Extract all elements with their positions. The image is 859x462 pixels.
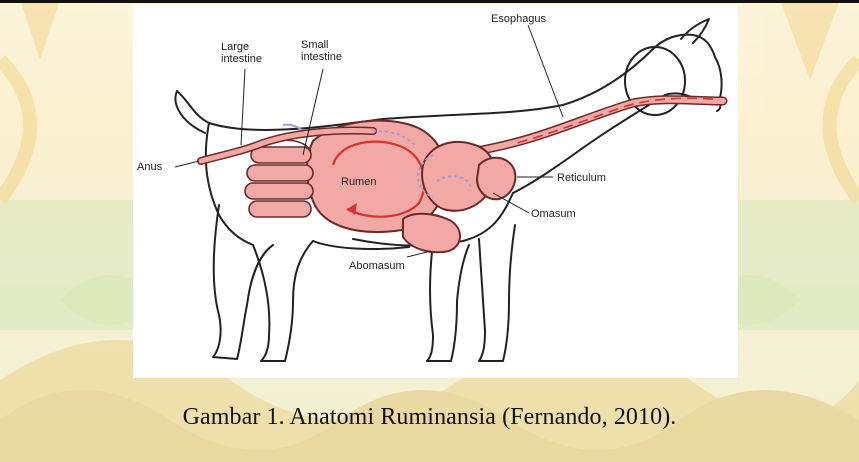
figure-caption: Gambar 1. Anatomi Ruminansia (Fernando, … (0, 404, 859, 431)
label-esophagus: Esophagus (491, 13, 547, 25)
goat-anatomy-illustration: Large intestine Small intestine Esophagu… (133, 5, 738, 378)
reticulum (477, 158, 515, 200)
label-small-intestine-line2: intestine (301, 51, 342, 63)
label-small-intestine-line1: Small (301, 39, 329, 51)
label-rumen: Rumen (341, 176, 376, 188)
ruminant-anatomy-figure: Large intestine Small intestine Esophagu… (133, 5, 738, 378)
label-abomasum: Abomasum (349, 260, 405, 272)
label-large-intestine-line1: Large (221, 41, 249, 53)
label-omasum: Omasum (531, 208, 576, 220)
label-anus: Anus (137, 161, 163, 173)
top-rule (0, 0, 859, 3)
label-reticulum: Reticulum (557, 172, 606, 184)
label-large-intestine-line2: intestine (221, 53, 262, 65)
